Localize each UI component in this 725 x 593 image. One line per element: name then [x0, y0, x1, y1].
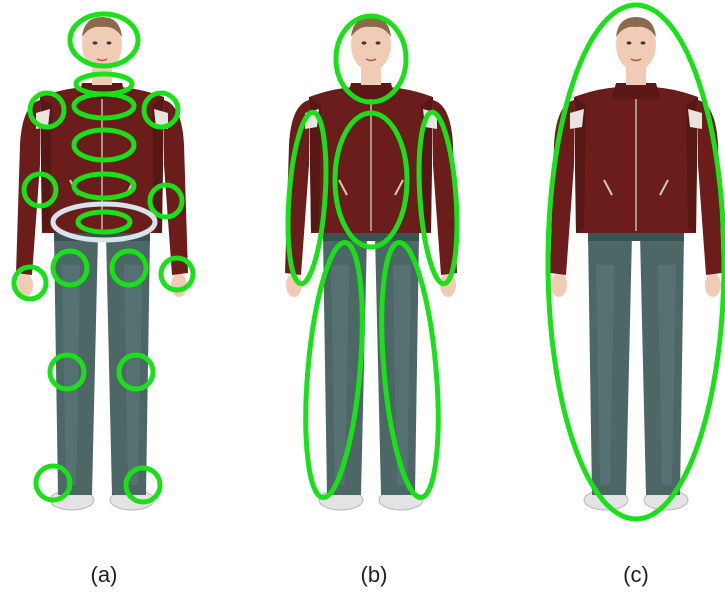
panel-b	[283, 16, 462, 510]
caption-c: (c)	[623, 562, 649, 587]
caption-b: (b)	[361, 562, 388, 587]
panel-c	[548, 5, 724, 519]
panel-a	[14, 14, 193, 510]
caption-a: (a)	[91, 562, 118, 587]
character-figure-c	[550, 17, 722, 510]
